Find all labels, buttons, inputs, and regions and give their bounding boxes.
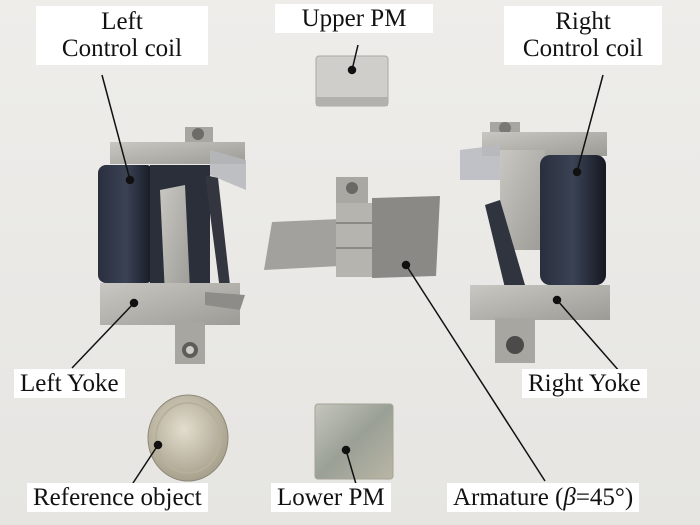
label-armature-prefix: Armature ( <box>453 484 564 511</box>
label-right-control-coil-line1: Right <box>555 8 611 35</box>
lower-pm-magnet <box>314 403 394 480</box>
armature-part <box>264 177 440 278</box>
label-armature-beta: β <box>563 484 576 511</box>
label-right-control-coil-line2: Control coil <box>522 35 644 62</box>
label-armature-suffix: =45°) <box>575 484 634 511</box>
label-left-yoke: Left Yoke <box>14 369 125 398</box>
label-reference-object: Reference object <box>27 483 208 512</box>
label-lower-pm: Lower PM <box>271 483 391 512</box>
leader-lines <box>71 44 621 485</box>
label-left-control-coil-line2: Control coil <box>61 35 183 62</box>
label-right-control-coil: Right Control coil <box>504 6 662 65</box>
label-upper-pm: Upper PM <box>275 4 433 33</box>
label-left-control-coil: Left Control coil <box>36 6 208 65</box>
left-yoke-assembly <box>98 127 246 364</box>
label-armature: Armature (β=45°) <box>447 483 640 512</box>
label-right-yoke: Right Yoke <box>522 369 647 398</box>
reference-coin <box>147 394 229 482</box>
label-left-control-coil-line1: Left <box>101 8 143 35</box>
right-yoke-assembly <box>460 122 610 363</box>
upper-pm-magnet <box>315 55 389 107</box>
